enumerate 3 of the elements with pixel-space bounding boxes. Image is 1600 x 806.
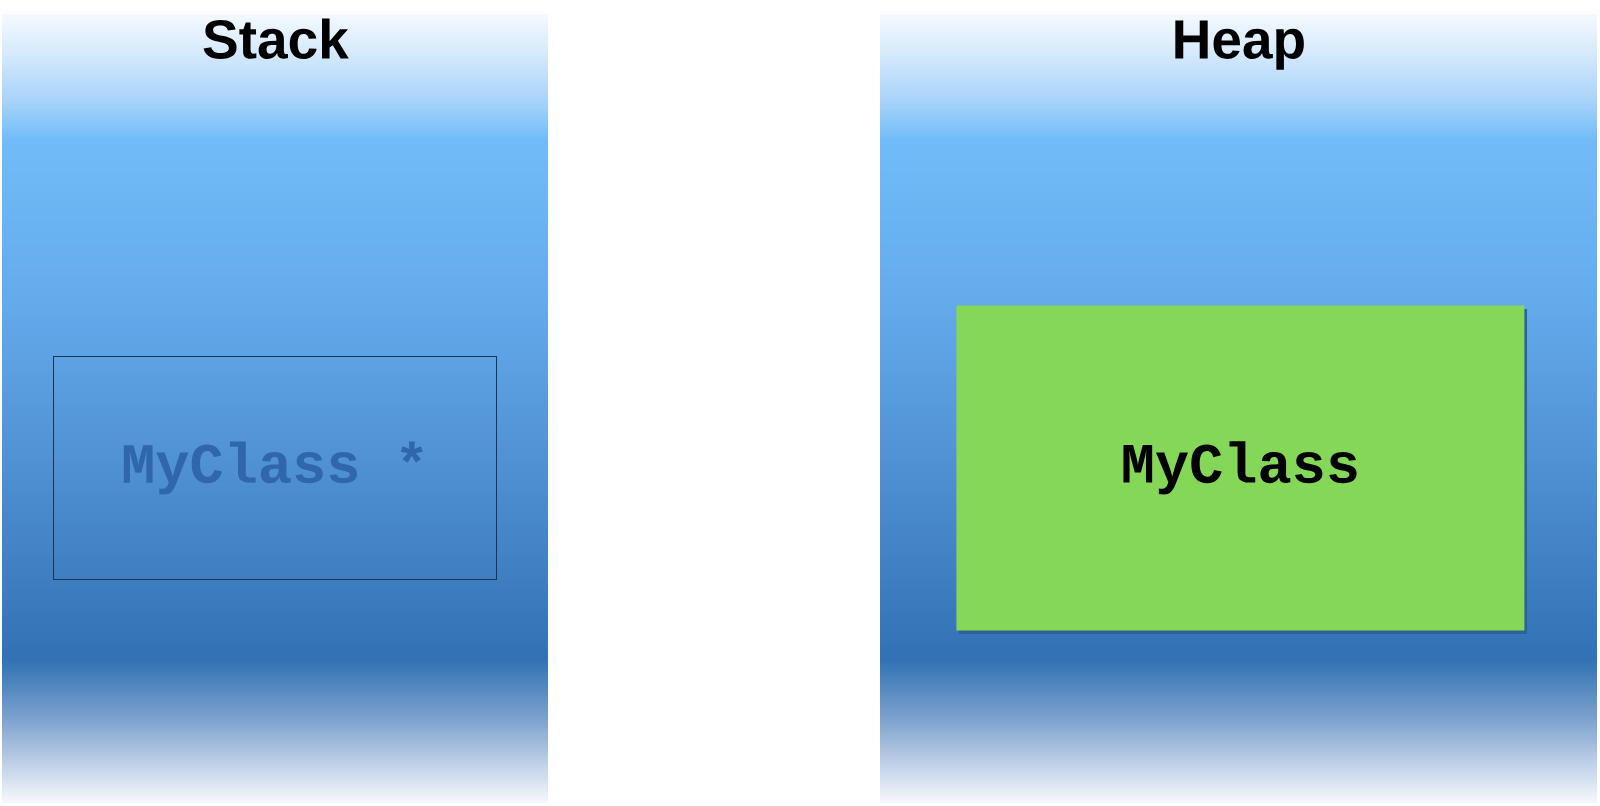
column-title: Heap: [1175, 20, 1304, 70]
object-box: MyClass: [956, 305, 1527, 634]
column-title: Stack: [203, 18, 349, 59]
